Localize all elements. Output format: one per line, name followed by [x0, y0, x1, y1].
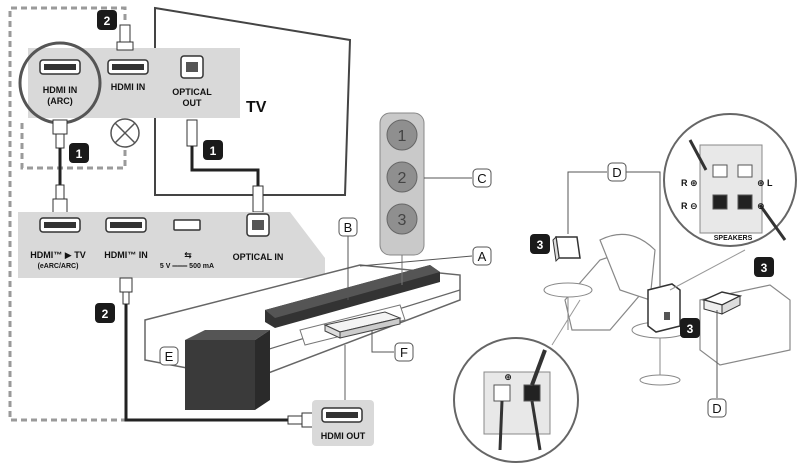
terminal-r-minus-label: R ⊖ — [681, 201, 698, 211]
tv-hdmi-arc-label-1: HDMI IN — [43, 85, 78, 95]
callout-E: E — [159, 346, 179, 366]
source-hdmi-out-label: HDMI OUT — [321, 431, 366, 441]
tv-hdmi-in-plug — [116, 24, 134, 51]
badge-step-2-bottom: 2 — [95, 303, 115, 323]
svg-text:1: 1 — [210, 144, 217, 158]
wireless-receiver — [701, 291, 743, 315]
tv-optical-label-2: OUT — [183, 98, 203, 108]
terminal-plus-label: ⊕ — [504, 372, 512, 382]
svg-text:F: F — [400, 345, 408, 360]
svg-text:B: B — [344, 220, 353, 235]
callout-A: A — [359, 246, 492, 267]
tv-hdmi-in-label: HDMI IN — [111, 82, 146, 92]
badge-step-3-right: 3 — [754, 257, 774, 277]
cable-hdmi-arc — [52, 119, 68, 214]
svg-text:E: E — [165, 349, 174, 364]
speakers-panel-title: SPEAKERS — [714, 235, 753, 242]
svg-text:3: 3 — [537, 238, 544, 252]
source-device — [323, 311, 402, 400]
svg-text:D: D — [612, 165, 621, 180]
svg-text:3: 3 — [687, 322, 694, 336]
sb-hdmi-tv-label-2: (eARC/ARC) — [38, 263, 79, 270]
soundbar — [265, 265, 440, 328]
callout-C: C — [424, 168, 492, 188]
svg-text:D: D — [712, 401, 721, 416]
callout-B: B — [338, 217, 358, 300]
remote-button-2 — [386, 161, 418, 193]
soundbar-port-panel: HDMI™ ▶ TV (eARC/ARC) HDMI™ IN ⇆ 5 V ═══… — [18, 212, 325, 278]
badge-step-3-left: 3 — [530, 234, 550, 254]
sb-usb-port — [173, 219, 201, 231]
speaker-terminal-zoom: R ⊕ R ⊖ ⊕ L ⊖ SPEAKERS — [663, 113, 797, 291]
remote-button-1 — [386, 119, 418, 151]
tv-port-panel: HDMI IN (ARC) HDMI IN OPTICAL OUT — [18, 41, 240, 125]
subwoofer — [185, 330, 270, 410]
speaker-wire-zoom: ⊕ — [453, 299, 581, 463]
tv-hdmi-arc-label-2: (ARC) — [47, 96, 73, 106]
dashed-connection-path — [8, 6, 300, 422]
tv-optical-label-1: OPTICAL — [172, 87, 212, 97]
sb-hdmi-in-label: HDMI™ IN — [104, 250, 148, 260]
svg-text:3: 3 — [761, 261, 768, 275]
source-hdmi-out-panel: HDMI OUT — [312, 400, 374, 446]
svg-text:1: 1 — [398, 128, 407, 145]
svg-text:2: 2 — [104, 14, 111, 28]
svg-text:2: 2 — [102, 307, 109, 321]
terminal-l-plus-label: ⊕ L — [757, 178, 773, 188]
badge-step-3-center: 3 — [680, 318, 700, 338]
svg-text:2: 2 — [398, 170, 407, 187]
callout-D-top: D — [567, 162, 661, 286]
rear-speaker-right — [647, 283, 681, 333]
badge-step-1-optical: 1 — [203, 140, 223, 160]
callout-F: F — [371, 330, 414, 362]
rear-speaker-left — [552, 235, 581, 263]
badge-step-2-top: 2 — [97, 10, 117, 30]
cable-optical — [186, 119, 264, 213]
svg-text:1: 1 — [76, 147, 83, 161]
badge-step-1-hdmi: 1 — [69, 143, 89, 163]
svg-text:A: A — [478, 249, 487, 264]
terminal-l-minus-label: ⊖ — [757, 201, 765, 211]
sb-optical-in-label: OPTICAL IN — [233, 252, 284, 262]
terminal-r-plus-label: R ⊕ — [681, 178, 698, 188]
svg-text:C: C — [477, 171, 486, 186]
remote-control: 1 2 3 — [379, 112, 425, 285]
not-allowed-icon — [110, 118, 140, 148]
sb-hdmi-tv-label-1: HDMI™ ▶ TV — [30, 250, 85, 260]
sb-usb-icon: ⇆ — [184, 250, 192, 260]
tv-label: TV — [246, 99, 267, 116]
remote-button-3 — [386, 203, 418, 235]
callout-D-bottom: D — [707, 310, 727, 418]
sb-usb-label: 5 V ═══ 500 mA — [160, 263, 214, 270]
svg-text:3: 3 — [398, 212, 407, 229]
